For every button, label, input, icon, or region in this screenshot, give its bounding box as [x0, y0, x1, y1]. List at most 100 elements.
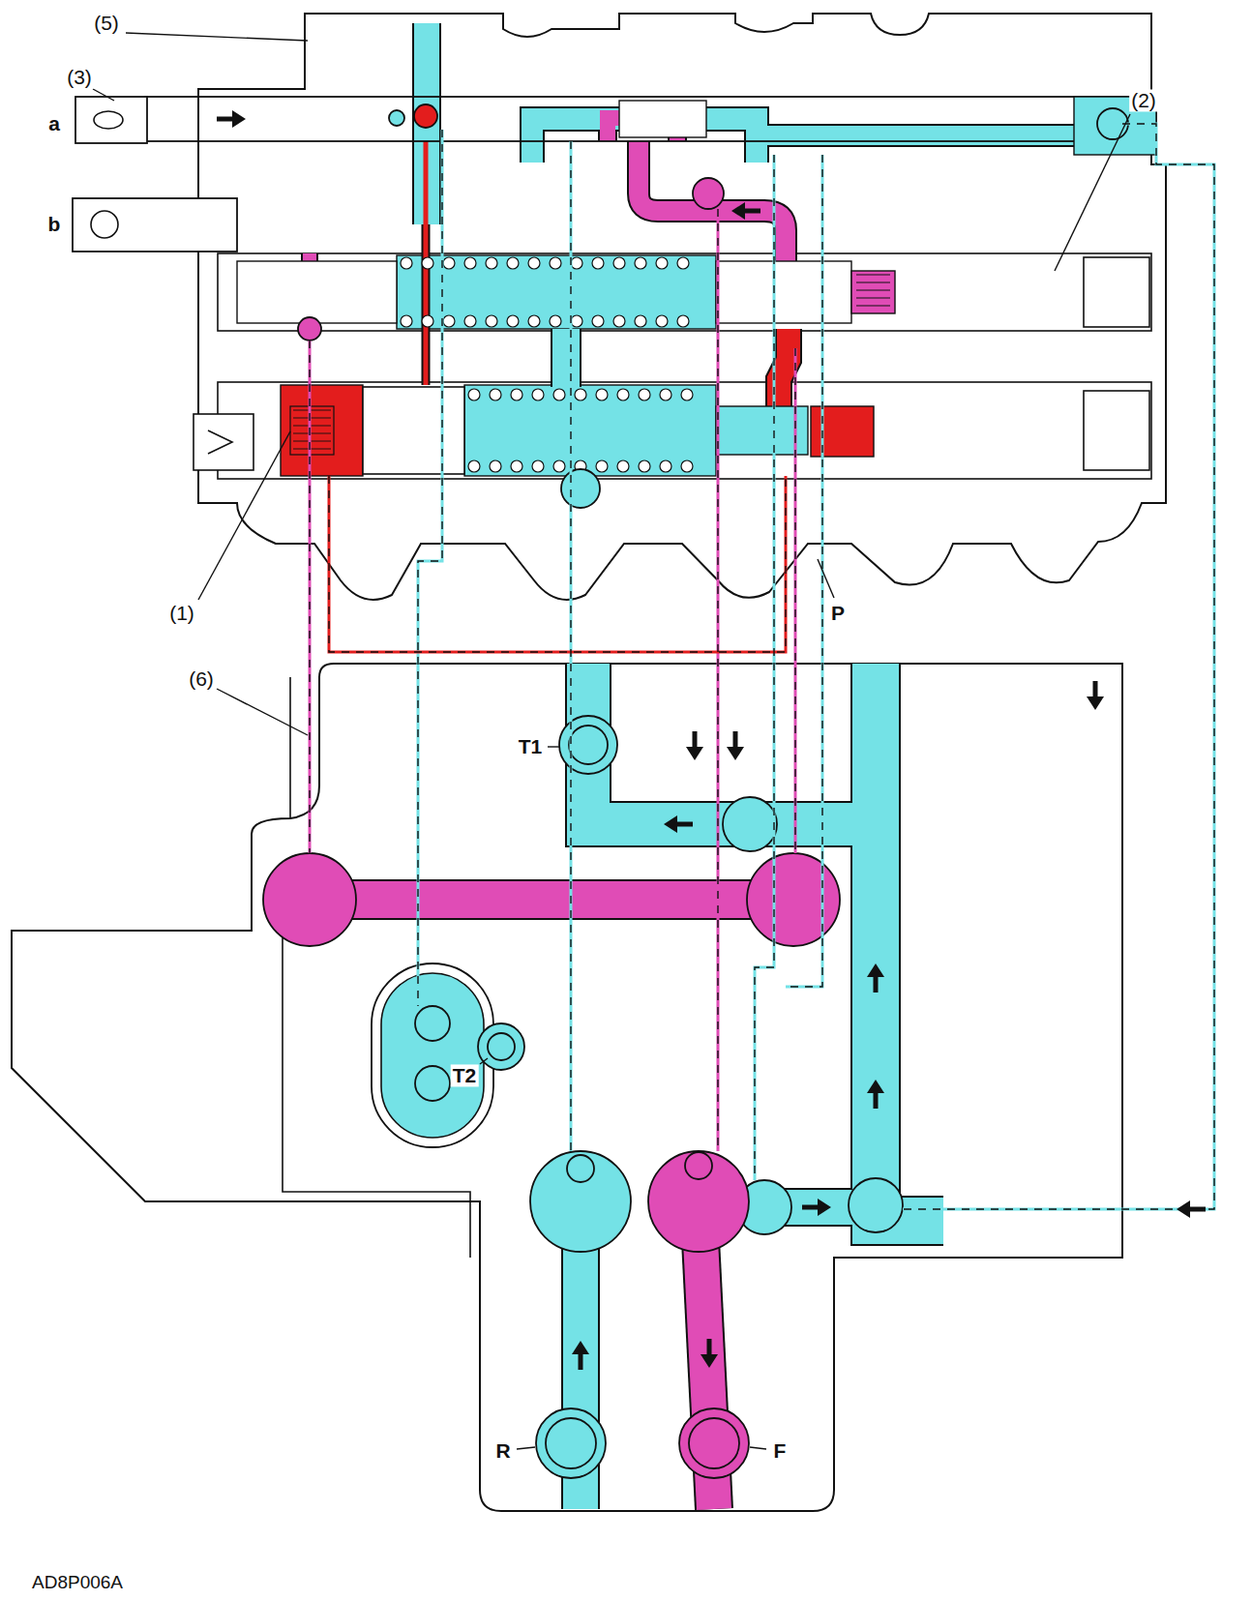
- hatch: [293, 410, 331, 449]
- spring-coil: [443, 315, 455, 328]
- spring-coil: [592, 257, 604, 269]
- spring-coil: [613, 257, 626, 269]
- pilot-line-dash: [328, 476, 786, 653]
- tank-port: [381, 973, 484, 1138]
- oil-channel: [588, 663, 876, 825]
- arrow-head: [726, 746, 745, 761]
- spring-coil: [489, 388, 502, 401]
- port-hole: [298, 317, 322, 341]
- flow-arrow: [685, 731, 704, 761]
- figure-code: AD8P006A: [29, 1573, 125, 1594]
- pilot-line: [328, 476, 786, 653]
- spring-coil: [421, 315, 434, 328]
- arrow-head: [866, 963, 885, 978]
- lower-housing: [11, 663, 1123, 1512]
- arrow-stem: [733, 731, 739, 749]
- arrow-stem: [707, 1339, 713, 1357]
- flow-arrow: [216, 110, 246, 128]
- port-hole: [688, 1418, 740, 1469]
- leader-line: [198, 431, 291, 600]
- spring-coil: [634, 257, 647, 269]
- spool-hole: [90, 210, 119, 239]
- arrow-stem: [1188, 1207, 1206, 1213]
- port-label: T2: [450, 1064, 479, 1087]
- pilot-line-dash: [794, 348, 796, 854]
- port-hole: [648, 1151, 749, 1252]
- flow-arrow: [700, 1339, 718, 1369]
- pilot-line-dash: [902, 123, 1215, 1210]
- connector-mark: [208, 430, 233, 454]
- spring-coil: [489, 460, 502, 473]
- hatch: [856, 274, 891, 306]
- spring-coil: [549, 315, 562, 328]
- channel-outline: [875, 663, 944, 1222]
- leader-line: [216, 688, 308, 736]
- port-hole: [685, 1152, 713, 1180]
- oil-channel: [319, 881, 794, 919]
- arrow-head: [571, 1341, 590, 1355]
- spring-coil: [510, 388, 523, 401]
- port-hole: [561, 469, 600, 508]
- connector: [193, 414, 254, 471]
- spring-coil: [574, 388, 587, 401]
- spring-coil: [510, 460, 523, 473]
- spring-chamber: [464, 385, 716, 477]
- spool-land: [237, 261, 397, 324]
- spring-coil: [659, 460, 672, 473]
- arrow-head: [700, 1354, 718, 1369]
- spool-handle: [75, 96, 148, 144]
- solenoid-core: [290, 406, 334, 455]
- leader-line: [817, 559, 835, 598]
- spring-coil: [655, 257, 668, 269]
- arrow-head: [817, 1198, 832, 1217]
- leader-line: [125, 32, 308, 41]
- piston-land: [810, 406, 874, 457]
- arrow-head: [663, 815, 678, 834]
- callout-number: (1): [167, 601, 197, 625]
- port-hole: [487, 1033, 515, 1061]
- arrow-head: [1176, 1200, 1191, 1219]
- spring-coil: [613, 315, 626, 328]
- arrow-head: [731, 202, 746, 220]
- spring-coil: [570, 257, 583, 269]
- port-hole: [566, 1155, 595, 1183]
- pilot-line: [785, 154, 823, 987]
- spring-coil: [677, 257, 689, 269]
- arrow-stem: [802, 1205, 820, 1211]
- port-hole: [477, 1023, 525, 1071]
- port-hole: [545, 1418, 597, 1469]
- arrow-head: [685, 746, 704, 761]
- spool-rod: [145, 96, 1157, 142]
- leader-line: [479, 1058, 488, 1065]
- leader-line: [749, 1447, 767, 1450]
- spool-land: [715, 261, 852, 324]
- leader-line: [547, 745, 560, 747]
- spool-bore: [217, 253, 1152, 331]
- spring-coil: [570, 315, 583, 328]
- pilot-line-dash: [308, 340, 310, 854]
- oil-channel: [875, 663, 944, 1222]
- port-hole: [722, 797, 777, 852]
- flow-arrow: [726, 731, 745, 761]
- pilot-line-dash: [754, 154, 775, 1181]
- spring-coil: [400, 315, 413, 328]
- spring-seat: [851, 270, 895, 314]
- flow-arrow: [663, 815, 693, 834]
- pilot-line-dash: [785, 154, 823, 987]
- spring-coil: [638, 460, 651, 473]
- channel-outline: [588, 663, 876, 825]
- spring-coil: [553, 460, 566, 473]
- solenoid: [280, 385, 363, 477]
- pilot-line-dash: [716, 208, 718, 1152]
- channel-outline: [319, 879, 794, 921]
- spring-coil: [655, 315, 668, 328]
- channel-outline: [778, 328, 789, 412]
- port-hole: [536, 1408, 606, 1479]
- spring-coil: [596, 460, 608, 473]
- arrow-stem: [1093, 681, 1099, 699]
- spool-letter: a: [46, 112, 62, 135]
- spring-coil: [421, 257, 434, 269]
- spring-coil: [638, 388, 651, 401]
- arrow-stem: [216, 117, 235, 122]
- channel-outline: [550, 328, 582, 388]
